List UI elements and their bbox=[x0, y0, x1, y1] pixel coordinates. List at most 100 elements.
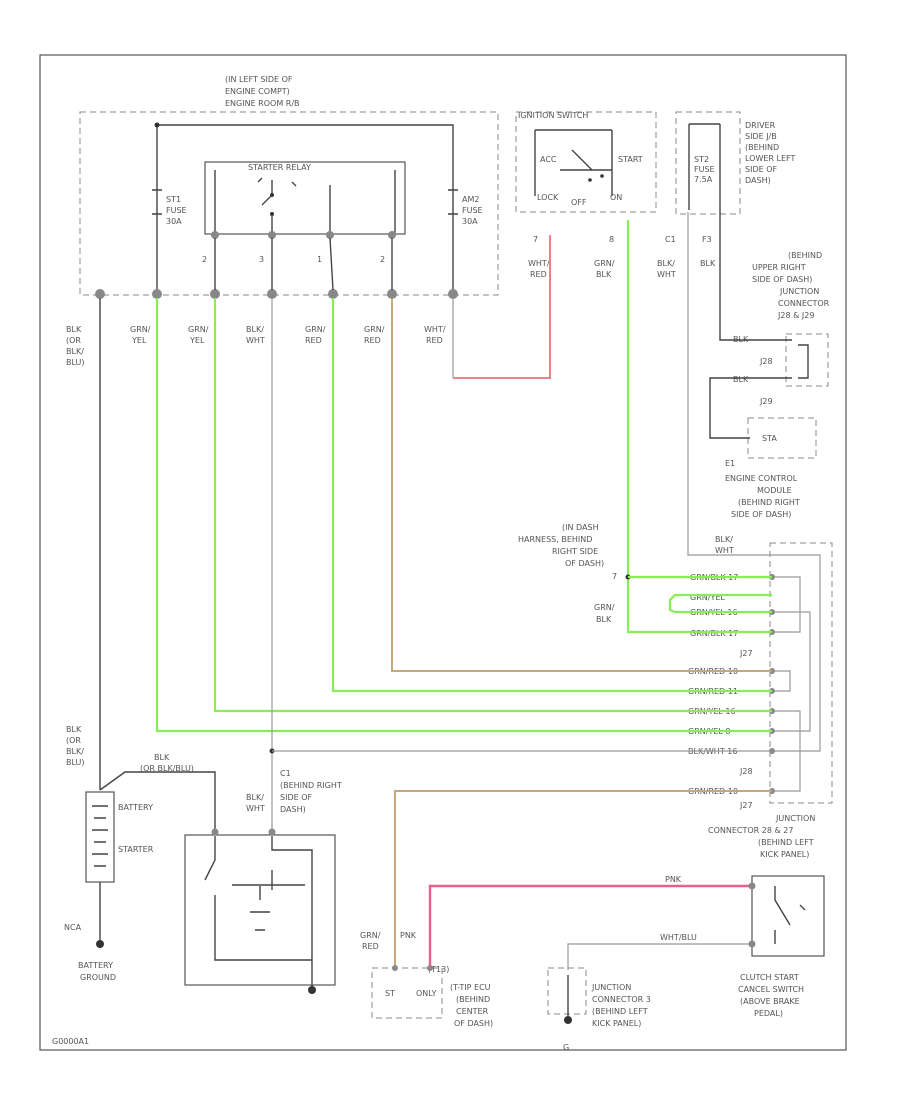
blk-left2-1: BLK bbox=[66, 725, 82, 734]
tpms-label-2: ONLY bbox=[416, 989, 437, 998]
clutch-terminal-2 bbox=[748, 940, 756, 948]
starter-relay-contacts bbox=[214, 170, 396, 234]
pnk-right-label: PNK bbox=[665, 875, 682, 884]
starter-relay-box bbox=[204, 161, 406, 235]
ign-acc-label: ACC bbox=[540, 155, 557, 164]
clutch-label-2: CANCEL SWITCH bbox=[738, 985, 804, 994]
jc3-ground bbox=[564, 1016, 572, 1024]
starter-box bbox=[184, 834, 336, 986]
wire-grn-blk-ign bbox=[626, 220, 772, 634]
blk-left2-2: (OR bbox=[66, 736, 81, 745]
clutch-label-4: PEDAL) bbox=[754, 1009, 783, 1018]
jc-to-ecm-wire bbox=[709, 377, 792, 439]
blk-left2-3: BLK/ bbox=[66, 747, 84, 756]
tpms-label-3: (T-TIP ECU bbox=[450, 983, 491, 992]
blk-wht-c1-2: WHT bbox=[246, 804, 265, 813]
wire-grn-yel-loop bbox=[668, 593, 772, 614]
ignition-switch-box bbox=[515, 111, 657, 213]
relay-pin-3: 1 bbox=[317, 255, 322, 264]
junction-dot bbox=[154, 122, 160, 128]
junction-pin-label: 7 bbox=[612, 572, 617, 581]
wire-battery-to-starter bbox=[99, 771, 216, 830]
clutch-label-3: (ABOVE BRAKE bbox=[740, 997, 800, 1006]
wire-label-blk-left-1: BLK bbox=[66, 325, 82, 334]
wire-grn-yel-1 bbox=[155, 298, 772, 733]
upper-jc-bridge bbox=[798, 344, 809, 379]
jc3-label-2: CONNECTOR 3 bbox=[592, 995, 651, 1004]
clutch-label-1: CLUTCH START bbox=[740, 973, 799, 982]
starter-terminal-b bbox=[211, 828, 219, 836]
diagram-border bbox=[39, 54, 847, 1051]
upper-jc-label-5: CONNECTOR bbox=[778, 299, 830, 308]
tpms-label-6: OF DASH) bbox=[454, 1019, 493, 1028]
blk-left2-4: BLU) bbox=[66, 758, 85, 767]
ign-start-label: START bbox=[618, 155, 643, 164]
jc-label-4: KICK PANEL) bbox=[760, 850, 809, 859]
tpms-terminal-st bbox=[392, 965, 398, 971]
battery-ground-symbol bbox=[96, 940, 104, 948]
jc-j28-label: J28 bbox=[739, 767, 753, 776]
wire-label-5a: GRN/ bbox=[364, 325, 385, 334]
ground-mark: G bbox=[563, 1043, 569, 1052]
driver-jb-label-5: SIDE OF bbox=[745, 165, 777, 174]
jc-label-3: (BEHIND LEFT bbox=[758, 838, 814, 847]
wire-grn-yel-2 bbox=[213, 298, 772, 713]
jb-pin-f3: F3 bbox=[702, 235, 712, 244]
clutch-terminal-1 bbox=[748, 882, 756, 890]
am2-fuse-symbol bbox=[448, 189, 458, 215]
wire-label-3b: WHT bbox=[246, 336, 265, 345]
relay-contact-dot bbox=[270, 193, 274, 197]
wire-grn-red-2 bbox=[391, 298, 772, 672]
ign-pin-7: 7 bbox=[533, 235, 538, 244]
am2-fuse-label-1: AM2 bbox=[462, 195, 479, 204]
relay-pin-1: 2 bbox=[202, 255, 207, 264]
grn-blk-label-1: GRN/ bbox=[594, 603, 615, 612]
harness-label-3: RIGHT SIDE bbox=[552, 547, 598, 556]
wire-grn-red-tpms bbox=[394, 790, 772, 965]
driver-jb-label-3: (BEHIND bbox=[745, 143, 779, 152]
jc-internal-bridges bbox=[772, 554, 821, 792]
harness-label-1: (IN DASH bbox=[562, 523, 599, 532]
wire-label-1a: GRN/ bbox=[130, 325, 151, 334]
wire-label-4b: RED bbox=[305, 336, 322, 345]
ign-wire-2b: BLK bbox=[596, 270, 612, 279]
st1-fuse-symbol bbox=[152, 189, 162, 215]
ign-lock-label: LOCK bbox=[537, 193, 559, 202]
tpms-ecu-box bbox=[371, 967, 443, 1019]
harness-label-4: OF DASH) bbox=[565, 559, 604, 568]
jc-label-2: CONNECTOR 28 & 27 bbox=[708, 826, 793, 835]
ign-wire-1a: WHT/ bbox=[528, 259, 550, 268]
j29-label: J29 bbox=[759, 397, 773, 406]
wire-label-blk-left-4: BLU) bbox=[66, 358, 85, 367]
upper-jc-label-4: JUNCTION bbox=[779, 287, 819, 296]
grn-blk-label-2: BLK bbox=[596, 615, 612, 624]
wire-label-blk-left-3: BLK/ bbox=[66, 347, 84, 356]
upper-jc-box bbox=[785, 333, 829, 387]
corner-code: G0000A1 bbox=[52, 1037, 89, 1046]
wire-label-2a: GRN/ bbox=[188, 325, 209, 334]
j28-label: J28 bbox=[759, 357, 773, 366]
starter-relay-label: STARTER RELAY bbox=[248, 163, 311, 172]
tpms-terminal-pnk bbox=[427, 965, 433, 971]
driver-jb-label-1: DRIVER bbox=[745, 121, 776, 130]
jc3-label-1: JUNCTION bbox=[591, 983, 631, 992]
battery-ground-2: GROUND bbox=[80, 973, 116, 982]
st2-fuse-symbol bbox=[688, 123, 721, 210]
wht-blu-label: WHT/BLU bbox=[660, 933, 697, 942]
wire-label-blk-left-2: (OR bbox=[66, 336, 81, 345]
wire-grn-red-1 bbox=[331, 298, 772, 693]
wire-pnk-clutch bbox=[428, 884, 750, 966]
starter-ground bbox=[308, 986, 316, 994]
driver-jb-label-2: SIDE J/B bbox=[745, 132, 777, 141]
starter-terminal-s bbox=[268, 828, 276, 836]
c1-label-2: (BEHIND RIGHT bbox=[280, 781, 342, 790]
upper-jc-label-3: SIDE OF DASH) bbox=[752, 275, 812, 284]
upper-jc-label-1: (BEHIND bbox=[788, 251, 822, 260]
driver-side-jb-box bbox=[675, 111, 741, 215]
ecm-label-1: ENGINE CONTROL bbox=[725, 474, 798, 483]
jc3-box bbox=[547, 967, 587, 1015]
jc-j27-label: J27 bbox=[739, 649, 753, 658]
blk-wht-label-1: BLK/ bbox=[715, 535, 733, 544]
relay-pin-4: 2 bbox=[380, 255, 385, 264]
wire-wht-red-ign bbox=[453, 235, 551, 379]
